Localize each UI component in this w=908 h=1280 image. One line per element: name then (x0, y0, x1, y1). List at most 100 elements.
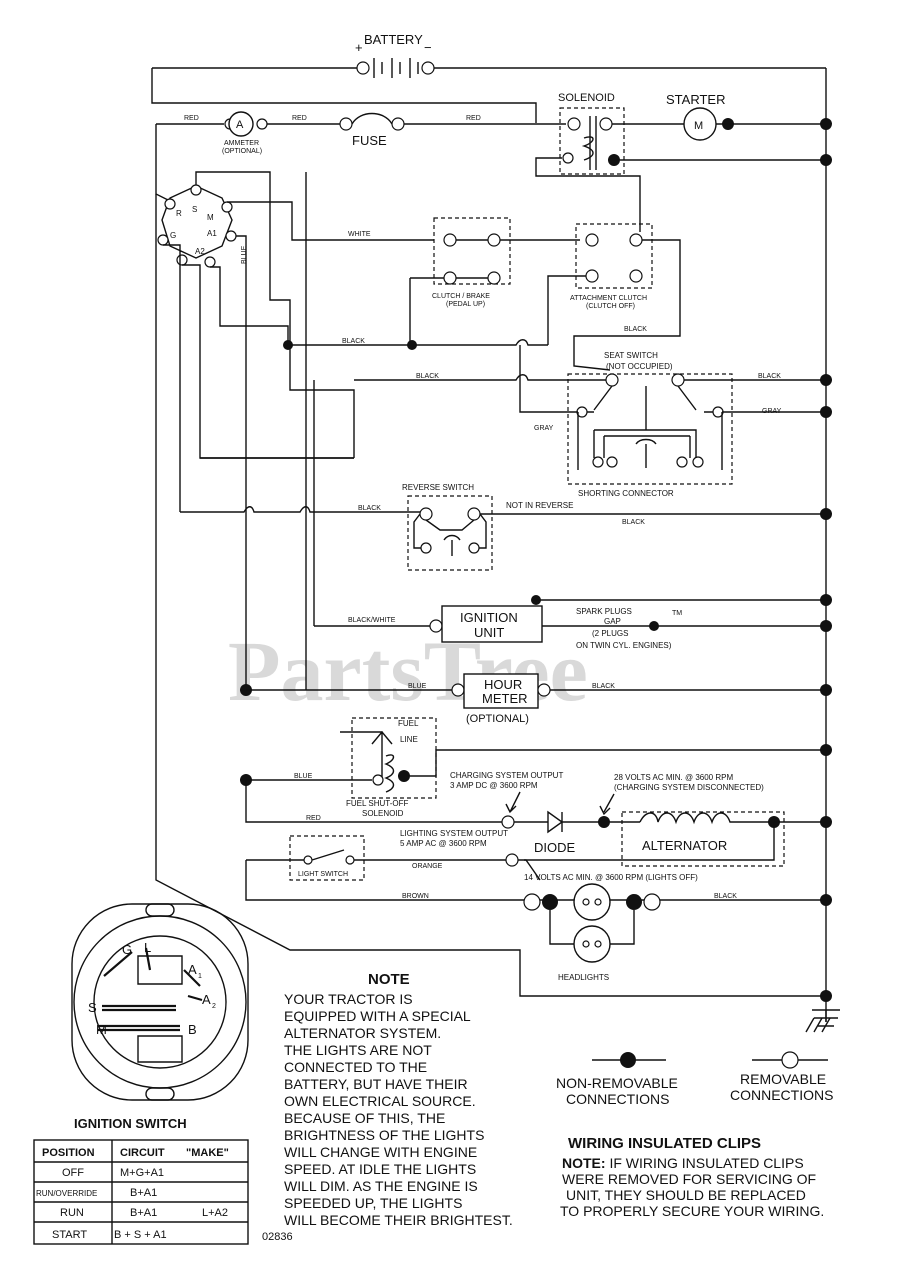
wire-label-white: WHITE (348, 231, 371, 238)
wire-label-black-white: BLACK/WHITE (348, 617, 396, 624)
diode-label: DIODE (534, 840, 576, 855)
note-line: WILL BECOME THEIR BRIGHTEST. (284, 1212, 513, 1228)
hour-meter-label-2: METER (482, 691, 528, 706)
clips-line-1: NOTE: IF WIRING INSULATED CLIPS (562, 1155, 804, 1171)
clips-line-3: UNIT, THEY SHOULD BE REPLACED (566, 1187, 806, 1203)
note-line: YOUR TRACTOR IS (284, 991, 413, 1007)
reverse-switch: REVERSE SWITCH BLACK NOT IN REVERSE BLAC… (180, 483, 826, 571)
header-position: POSITION (42, 1147, 95, 1159)
terminal-a2: A2 (195, 247, 205, 256)
ammeter-label: AMMETER (224, 140, 259, 147)
ignition-unit-label: IGNITION (460, 610, 518, 625)
row-position: RUN (60, 1207, 84, 1219)
volts-28-label: 28 VOLTS AC MIN. @ 3600 RPM (614, 773, 733, 782)
note-line: EQUIPPED WITH A SPECIAL (284, 1008, 471, 1024)
spark-plugs-label: SPARK PLUGS (576, 607, 632, 616)
spark-plugs-gap: GAP (604, 617, 621, 626)
ignition-terminal-block: R S M A1 G L A2 BLUE (155, 171, 826, 997)
note-line: SPEED. AT IDLE THE LIGHTS (284, 1161, 476, 1177)
lighting-output-label: LIGHTING SYSTEM OUTPUT (400, 829, 508, 838)
light-switch-label: LIGHT SWITCH (298, 871, 348, 878)
spark-plugs-twin: ON TWIN CYL. ENGINES) (576, 641, 672, 650)
note-title: NOTE (368, 971, 410, 988)
black-wire-345: BLACK (283, 338, 548, 350)
terminal-a1: A1 (207, 229, 217, 238)
legend-removable-2: CONNECTIONS (730, 1087, 833, 1103)
wire-label-black: BLACK (624, 326, 647, 333)
battery-plus: + (355, 40, 363, 55)
attachment-clutch-switch: ATTACHMENT CLUTCH (CLUTCH OFF) BLACK (547, 223, 681, 371)
battery-label: BATTERY (364, 32, 423, 47)
attachment-clutch-sub: (CLUTCH OFF) (586, 303, 635, 310)
battery: + − BATTERY (151, 32, 826, 123)
ammeter-symbol: A (236, 119, 244, 131)
wire-label-black: BLACK (714, 893, 737, 900)
volts-14-label: 14 VOLTS AC MIN. @ 3600 RPM (LIGHTS OFF) (524, 873, 698, 882)
fuel-shutoff-solenoid: FUEL LINE BLUE FUEL SHUT-OFF SOLENOID (240, 717, 832, 818)
starter-motor: STARTER M (666, 92, 826, 141)
charging-output-rating: 3 AMP DC @ 3600 RPM (450, 781, 538, 790)
ignition-switch-illustration: G L A 1 S A 2 M B (71, 903, 249, 1101)
solenoid-label: SOLENOID (558, 92, 615, 104)
jumpers (200, 172, 354, 690)
battery-minus: − (424, 40, 432, 55)
row-position: OFF (62, 1167, 84, 1179)
hour-meter: HOUR METER BLUE BLACK (OPTIONAL) (240, 673, 832, 725)
letter-s: S (88, 1000, 97, 1015)
headlights: HEADLIGHTS (523, 883, 661, 982)
right-junctions (820, 118, 832, 1002)
wire-label-red: RED (466, 115, 481, 122)
terminal-r: R (176, 209, 182, 218)
clips-title: WIRING INSULATED CLIPS (568, 1135, 761, 1152)
note-line: CONNECTED TO THE (284, 1059, 427, 1075)
wire-label-black: BLACK (358, 505, 381, 512)
hour-meter-sub: (OPTIONAL) (466, 713, 529, 725)
row-position: RUN/OVERRIDE (36, 1189, 97, 1198)
row-make: L+A2 (202, 1207, 228, 1219)
wire-label-black: BLACK (622, 519, 645, 526)
spark-plugs-count: (2 PLUGS (592, 629, 628, 638)
note-line: BATTERY, BUT HAVE THEIR (284, 1076, 468, 1092)
row-circuit: M+G+A1 (120, 1167, 164, 1179)
charging-output-label: CHARGING SYSTEM OUTPUT (450, 771, 563, 780)
lighting-output-rating: 5 AMP AC @ 3600 RPM (400, 839, 487, 848)
ignition-unit: IGNITION UNIT BLACK/WHITE SPARK PLUGS GA… (314, 594, 832, 650)
alternator-label: ALTERNATOR (642, 838, 727, 853)
terminal-m: M (207, 213, 214, 222)
wire-label-orange: ORANGE (412, 863, 443, 870)
starter-label: STARTER (666, 92, 725, 107)
note-line: BRIGHTNESS OF THE LIGHTS (284, 1127, 484, 1143)
note-line: SPEEDED UP, THE LIGHTS (284, 1195, 462, 1211)
row-position: START (52, 1229, 87, 1241)
clips-line-4: TO PROPERLY SECURE YOUR WIRING. (560, 1203, 824, 1219)
wire-label-blue: BLUE (408, 683, 427, 690)
ammeter-fuse-line: A RED RED RED AMMETER (OPTIONAL) FUSE (155, 111, 566, 201)
letter-a2-sub: 2 (212, 1003, 216, 1010)
clips-note: WIRING INSULATED CLIPS NOTE: IF WIRING I… (560, 1135, 824, 1219)
wire-label-brown: BROWN (402, 893, 429, 900)
hour-meter-label: HOUR (484, 677, 522, 692)
wire-label-gray: GRAY (534, 425, 554, 432)
wire-label-red: RED (292, 115, 307, 122)
letter-m: M (96, 1022, 107, 1037)
solenoid: SOLENOID (535, 92, 826, 232)
fuel-solenoid-label-2: SOLENOID (362, 809, 404, 818)
letter-g: G (122, 942, 132, 957)
wire-label-black: BLACK (416, 373, 439, 380)
right-ground-bus (805, 68, 840, 1033)
ignition-switch-title: IGNITION SWITCH (74, 1116, 187, 1131)
wire-label-blue: BLUE (294, 773, 313, 780)
letter-a1: A (188, 962, 197, 977)
wire-label-black: BLACK (592, 683, 615, 690)
note-line: THE LIGHTS ARE NOT (284, 1042, 432, 1058)
legend: NON-REMOVABLE CONNECTIONS REMOVABLE CONN… (556, 1051, 833, 1107)
wire-label-black: BLACK (342, 338, 365, 345)
reverse-switch-label: REVERSE SWITCH (402, 483, 474, 492)
note-line: ALTERNATOR SYSTEM. (284, 1025, 441, 1041)
letter-l: L (144, 940, 151, 955)
note-line: WILL CHANGE WITH ENGINE (284, 1144, 477, 1160)
header-make: "MAKE" (186, 1147, 229, 1159)
fuel-line-label: FUEL (398, 719, 419, 728)
legend-removable: REMOVABLE (740, 1071, 826, 1087)
ammeter-sub: (OPTIONAL) (222, 148, 262, 155)
